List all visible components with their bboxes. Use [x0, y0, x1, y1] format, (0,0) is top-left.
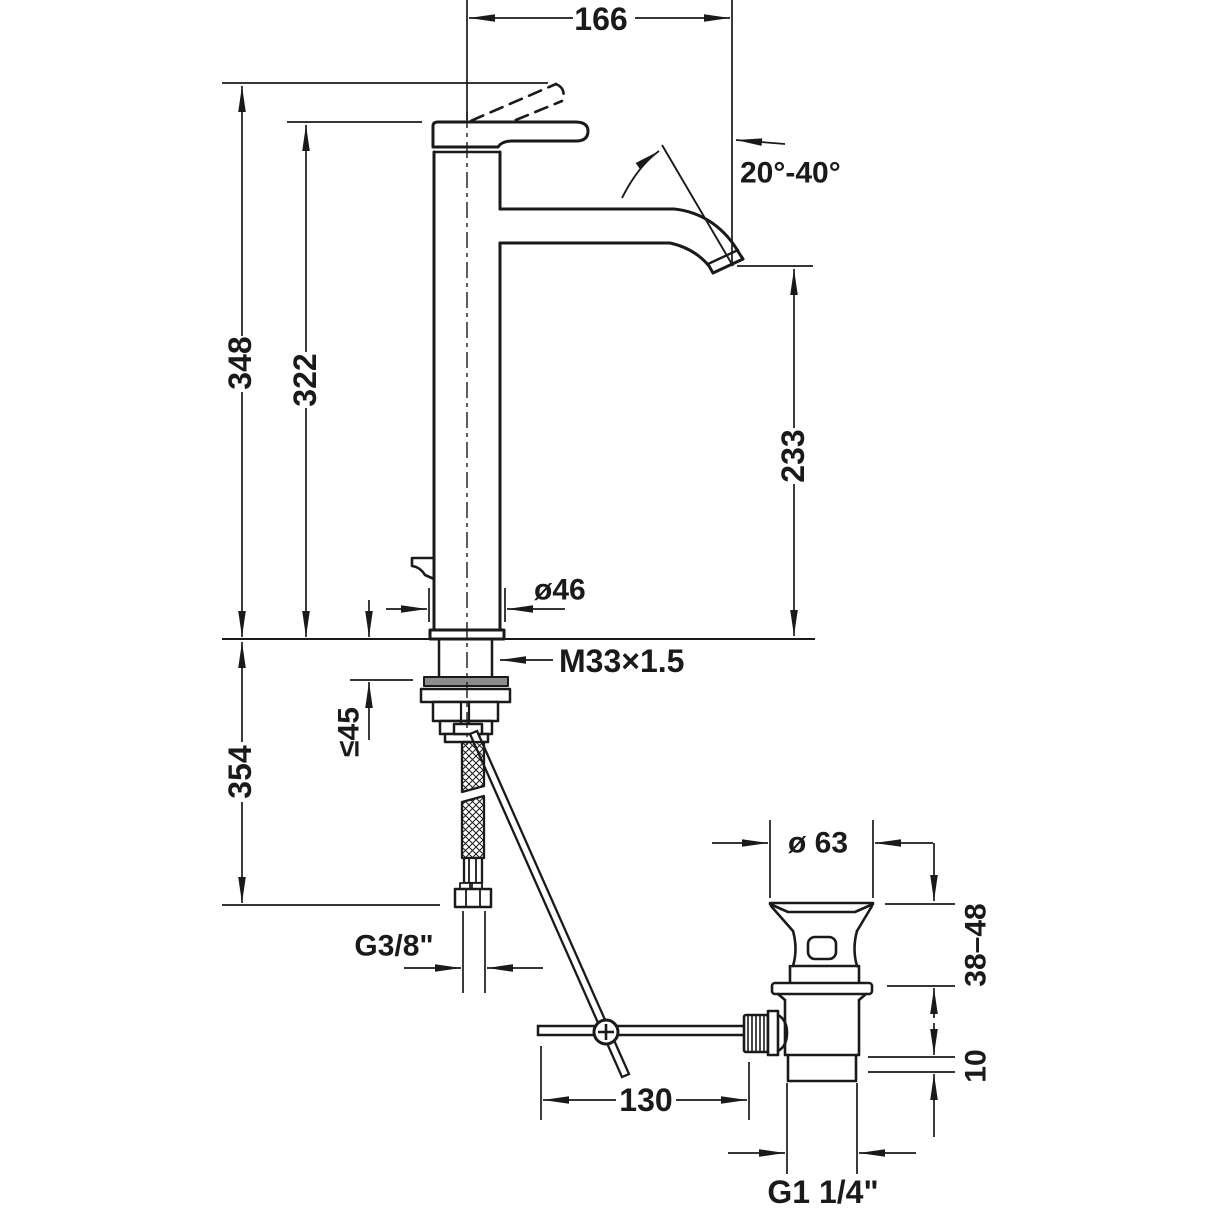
raised-handle-dashed-position	[450, 82, 565, 138]
range-38-48-label: 38–48	[960, 903, 993, 986]
thread-g114-label: G1 1/4"	[767, 1174, 878, 1210]
dim-354-label: 354	[222, 745, 258, 799]
angle-range-label: 20°-40°	[740, 157, 841, 190]
mounting-nut-step1	[431, 700, 500, 723]
drain-neck	[791, 929, 859, 968]
dim-233-label: 233	[775, 429, 811, 482]
mounting-hardware	[419, 639, 512, 744]
hose-crimp-sleeve	[462, 856, 484, 885]
rod-hook	[410, 556, 436, 581]
dimension-arrows	[238, 14, 938, 1157]
extension-lines	[222, 0, 955, 1174]
angle-reference-line	[661, 144, 734, 267]
seal-washer	[423, 676, 509, 687]
angle-arc	[621, 150, 660, 199]
horizontal-lever-rod	[536, 1024, 748, 1037]
drain-body	[783, 998, 861, 1057]
angle-annotation	[621, 144, 734, 267]
phillips-cross-icon	[598, 1024, 614, 1040]
dim-130-label: 130	[619, 1082, 672, 1118]
flexible-supply-hose	[453, 740, 493, 909]
dia-46-label: ø46	[534, 574, 586, 607]
hose-hex-nut	[453, 887, 493, 909]
dimension-labels: 166 20°-40° 348 322 233 ø46 M33×1.5 ≤45 …	[222, 1, 993, 1210]
dim-166-label: 166	[574, 1, 627, 37]
metal-washer	[419, 687, 512, 704]
dim-348-label: 348	[222, 336, 258, 389]
lever-rod-assembly	[536, 1018, 748, 1046]
drain-cone	[769, 904, 874, 933]
dim-322-label: 322	[287, 353, 323, 406]
dim-10-label: 10	[960, 1049, 993, 1082]
pull-rod-block	[452, 722, 484, 736]
drain-tailpiece	[786, 1053, 858, 1083]
dimension-annotations	[222, 0, 955, 1174]
pull-rod	[459, 702, 471, 724]
overflow-slot	[806, 935, 838, 961]
thread-m33-label: M33×1.5	[559, 643, 684, 679]
pop-up-rod	[468, 729, 631, 1079]
drain-lip-flange	[770, 981, 874, 996]
faucet-outline	[410, 82, 745, 641]
thread-g38-label: G3/8"	[354, 930, 433, 963]
dia-63-label: ø 63	[788, 827, 848, 860]
curved-spout	[498, 207, 745, 275]
lever-handle	[431, 120, 590, 149]
coupling-collar	[766, 1009, 780, 1057]
pop-up-waste-drain	[742, 901, 875, 1083]
threaded-shank	[437, 639, 494, 677]
max-45-label: ≤45	[333, 707, 366, 757]
mixer-tap-body	[432, 150, 502, 632]
drain-rim	[768, 901, 875, 914]
